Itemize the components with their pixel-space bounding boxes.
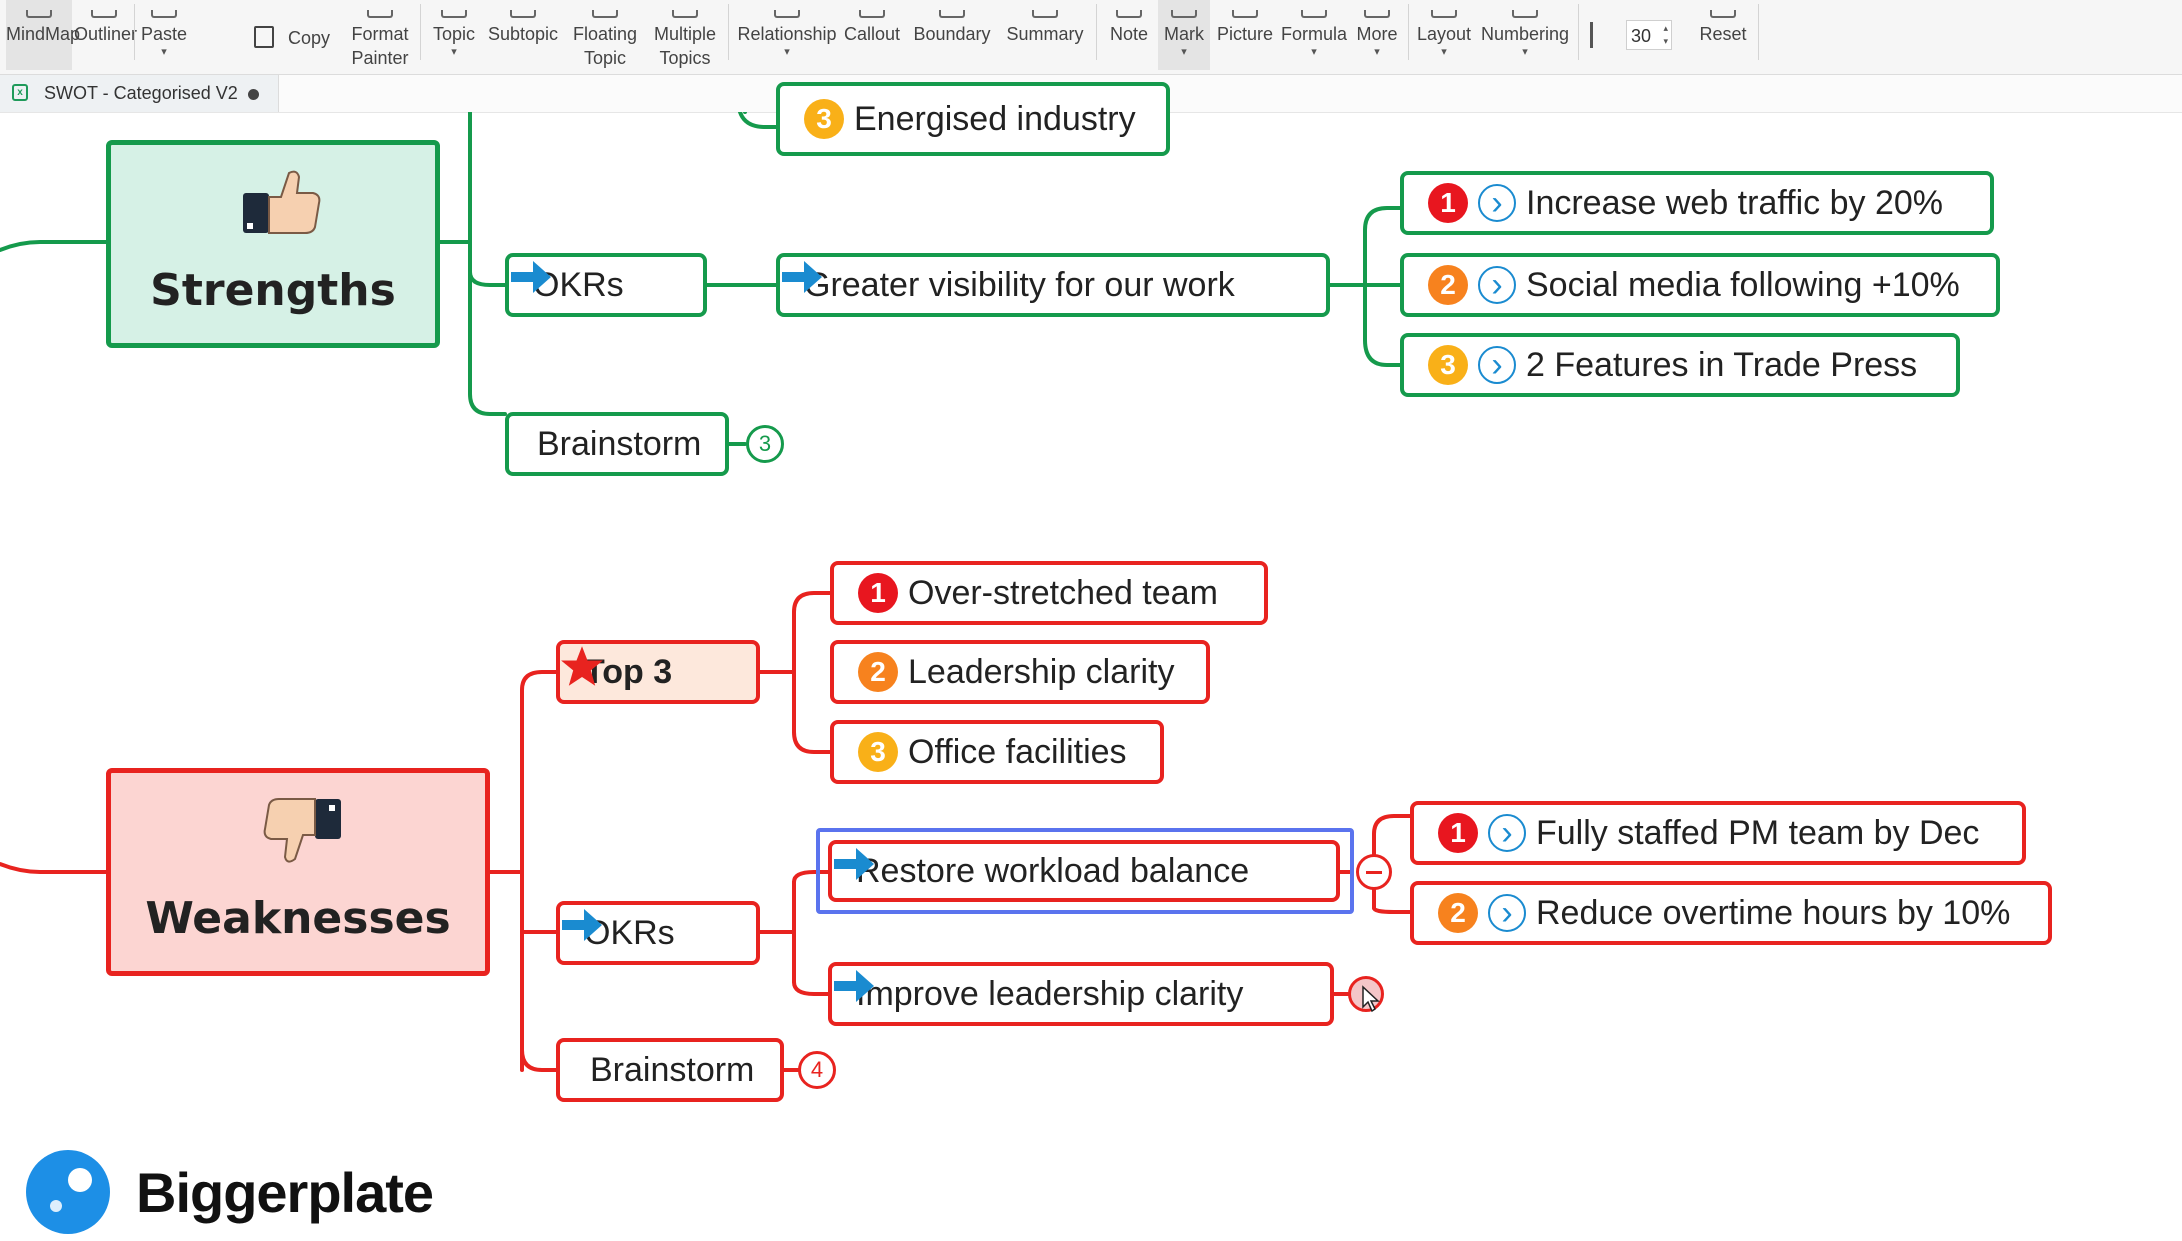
summary-button[interactable]: Summary bbox=[1002, 0, 1088, 70]
chevron-right-icon: › bbox=[1488, 894, 1526, 932]
topic-text: Improve leadership clarity bbox=[856, 974, 1244, 1013]
priority-1-icon: 1 bbox=[858, 573, 898, 613]
strengths-key-result[interactable]: 3 › 2 Features in Trade Press bbox=[1400, 333, 1960, 397]
strengths-key-result[interactable]: 1 › Increase web traffic by 20% bbox=[1400, 171, 1994, 235]
arrow-right-icon bbox=[562, 909, 602, 941]
topic-text: Brainstorm bbox=[537, 424, 702, 463]
weaknesses-key-result[interactable]: 2 › Reduce overtime hours by 10% bbox=[1410, 881, 2052, 945]
weaknesses-top-item[interactable]: 1 Over-stretched team bbox=[830, 561, 1268, 625]
boundary-button[interactable]: Boundary bbox=[910, 0, 994, 70]
topic-text: Leadership clarity bbox=[908, 652, 1175, 691]
thumbs-down-icon bbox=[263, 797, 343, 867]
brand-name: Biggerplate bbox=[136, 1161, 434, 1224]
priority-1-icon: 1 bbox=[1438, 813, 1478, 853]
expand-branch-icon[interactable] bbox=[1348, 976, 1384, 1013]
topic-text: Energised industry bbox=[854, 99, 1136, 138]
biggerplate-logo-icon bbox=[26, 1150, 110, 1234]
picture-button[interactable]: Picture bbox=[1214, 0, 1276, 70]
formula-button[interactable]: Formula▾ bbox=[1280, 0, 1348, 70]
priority-2-icon: 2 bbox=[1428, 265, 1468, 305]
document-tab[interactable]: x SWOT - Categorised V2 bbox=[0, 75, 279, 112]
more-button[interactable]: More▾ bbox=[1352, 0, 1402, 70]
weaknesses-top-item[interactable]: 2 Leadership clarity bbox=[830, 640, 1210, 704]
topic-text: Brainstorm bbox=[590, 1050, 755, 1089]
strengths-okrs-topic[interactable]: OKRs bbox=[505, 253, 707, 317]
weaknesses-key-result[interactable]: 1 › Fully staffed PM team by Dec bbox=[1410, 801, 2026, 865]
thumbs-up-icon bbox=[241, 169, 321, 235]
collapse-branch-icon[interactable] bbox=[1356, 854, 1392, 890]
mark-button[interactable]: Mark▾ bbox=[1158, 0, 1210, 70]
weaknesses-label: Weaknesses bbox=[145, 893, 451, 944]
paste-button[interactable]: Paste▾ bbox=[140, 0, 188, 70]
weaknesses-okr-goal[interactable]: Improve leadership clarity bbox=[828, 962, 1334, 1026]
strengths-key-result[interactable]: 2 › Social media following +10% bbox=[1400, 253, 2000, 317]
priority-3-icon: 3 bbox=[804, 99, 844, 139]
topic-text: Top 3 bbox=[584, 652, 673, 691]
priority-2-icon: 2 bbox=[858, 652, 898, 692]
topic-text: Greater visibility for our work bbox=[804, 265, 1235, 304]
subtopic-button[interactable]: Subtopic bbox=[484, 0, 562, 70]
chevron-right-icon: › bbox=[1488, 814, 1526, 852]
topic-text: Fully staffed PM team by Dec bbox=[1536, 813, 1980, 852]
mindmap-canvas: Strengths 3 Energised industry OKRs Grea… bbox=[0, 82, 2182, 1241]
topic-text: Over-stretched team bbox=[908, 573, 1218, 612]
arrow-right-icon bbox=[782, 261, 822, 293]
numbering-button[interactable]: Numbering▾ bbox=[1478, 0, 1572, 70]
weaknesses-top3-topic[interactable]: Top 3 bbox=[556, 640, 760, 704]
topic-text: Social media following +10% bbox=[1526, 265, 1960, 304]
chevron-right-icon: › bbox=[1478, 184, 1516, 222]
star-icon bbox=[561, 646, 603, 686]
mindmap-file-icon: x bbox=[12, 84, 28, 101]
mindmap-view-button[interactable]: MindMap bbox=[6, 0, 80, 70]
outliner-view-button[interactable]: Outliner bbox=[74, 0, 137, 70]
priority-1-icon: 1 bbox=[1428, 183, 1468, 223]
collapsed-count-badge[interactable]: 4 bbox=[798, 1051, 836, 1089]
strengths-brainstorm-topic[interactable]: Brainstorm bbox=[505, 412, 729, 476]
topic-text: Reduce overtime hours by 10% bbox=[1536, 893, 2011, 932]
weaknesses-top-item[interactable]: 3 Office facilities bbox=[830, 720, 1164, 784]
priority-2-icon: 2 bbox=[1438, 893, 1478, 933]
document-tab-title: SWOT - Categorised V2 bbox=[44, 83, 238, 103]
unsaved-dot-icon[interactable] bbox=[248, 89, 259, 100]
topic-text: OKRs bbox=[584, 913, 675, 952]
topic-text: Restore workload balance bbox=[856, 851, 1250, 890]
topic-button[interactable]: Topic▾ bbox=[428, 0, 480, 70]
chevron-right-icon: › bbox=[1478, 266, 1516, 304]
arrow-right-icon bbox=[834, 970, 874, 1002]
strengths-main-topic[interactable]: Strengths bbox=[106, 140, 440, 348]
callout-button[interactable]: Callout bbox=[842, 0, 902, 70]
mouse-cursor-icon bbox=[1362, 985, 1380, 1013]
topic-text: OKRs bbox=[533, 265, 624, 304]
strengths-label: Strengths bbox=[150, 265, 396, 316]
relationship-button[interactable]: Relationship▾ bbox=[736, 0, 838, 70]
weaknesses-okrs-topic[interactable]: OKRs bbox=[556, 901, 760, 965]
copy-icon bbox=[254, 26, 274, 48]
strengths-okr-goal[interactable]: Greater visibility for our work bbox=[776, 253, 1330, 317]
connector-lines bbox=[0, 112, 1414, 1072]
copy-button[interactable]: Copy bbox=[250, 20, 330, 60]
note-button[interactable]: Note bbox=[1104, 0, 1154, 70]
collapsed-count-badge[interactable]: 3 bbox=[746, 425, 784, 463]
strengths-top-item-3[interactable]: 3 Energised industry bbox=[776, 82, 1170, 156]
selection-highlight bbox=[816, 828, 1354, 914]
topic-text: Office facilities bbox=[908, 732, 1127, 771]
layout-button[interactable]: Layout▾ bbox=[1414, 0, 1474, 70]
spacing-icon bbox=[1590, 22, 1617, 48]
weaknesses-brainstorm-topic[interactable]: Brainstorm bbox=[556, 1038, 784, 1102]
arrow-right-icon bbox=[834, 848, 874, 880]
topic-text: 2 Features in Trade Press bbox=[1526, 345, 1918, 384]
arrow-right-icon bbox=[511, 261, 551, 293]
weaknesses-main-topic[interactable]: Weaknesses bbox=[106, 768, 490, 976]
topic-text: Increase web traffic by 20% bbox=[1526, 183, 1944, 222]
chevron-right-icon: › bbox=[1478, 346, 1516, 384]
priority-3-icon: 3 bbox=[1428, 345, 1468, 385]
spacing-input[interactable]: 30▴▾ bbox=[1626, 20, 1672, 50]
reset-button[interactable]: Reset bbox=[1692, 0, 1754, 70]
priority-3-icon: 3 bbox=[858, 732, 898, 772]
weaknesses-okr-goal-selected[interactable]: Restore workload balance bbox=[828, 840, 1340, 902]
